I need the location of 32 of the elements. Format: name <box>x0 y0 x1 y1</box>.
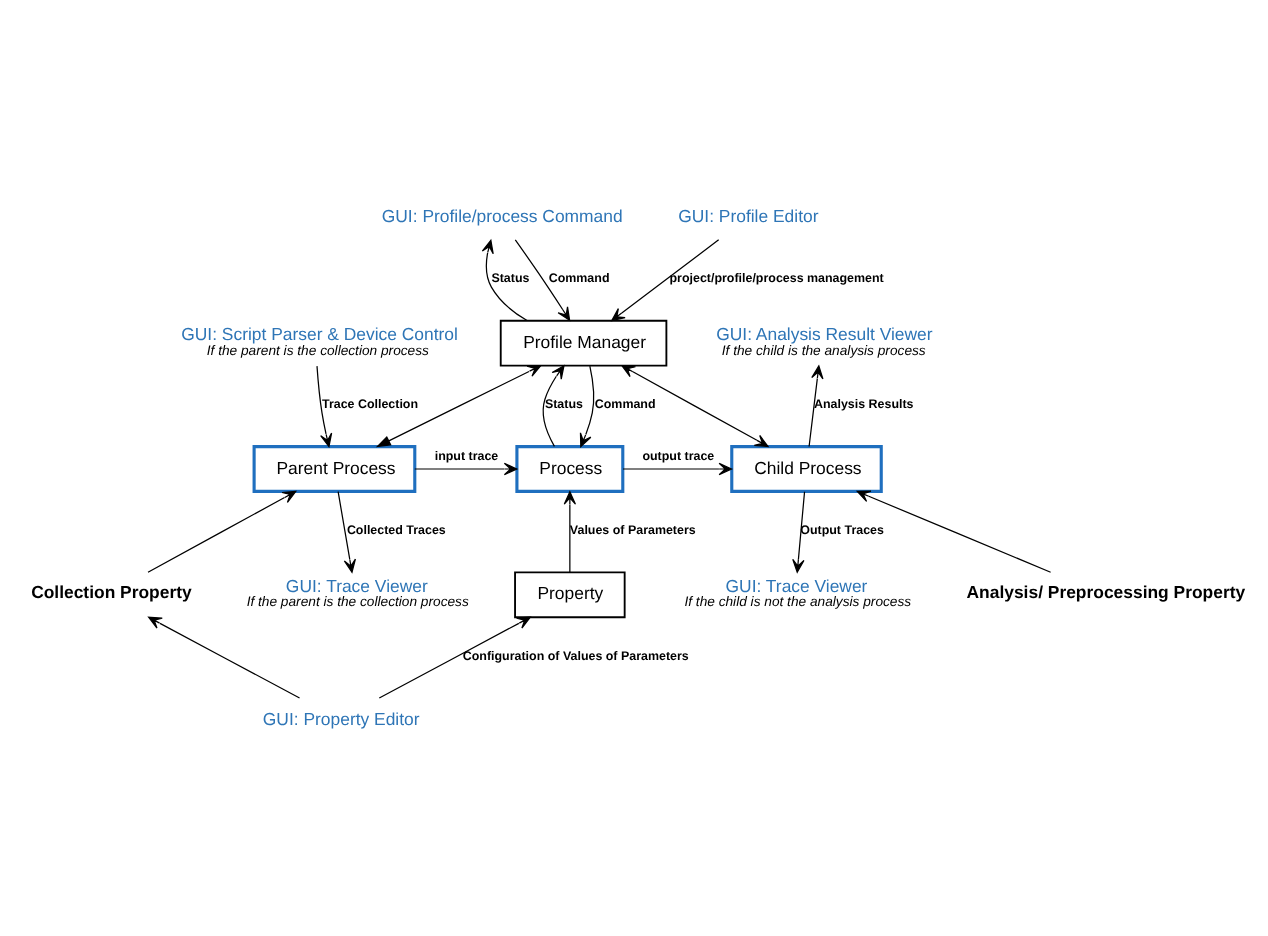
arrow <box>414 461 518 475</box>
arrow <box>148 615 301 698</box>
arrow <box>622 461 733 475</box>
arrow <box>808 364 824 447</box>
node-box: Child Process <box>730 444 883 492</box>
node-box: Property <box>514 570 626 618</box>
arrow <box>147 489 297 572</box>
node-text: GUI: Profile Editor <box>678 205 819 226</box>
node-text: GUI: Trace Viewer <box>725 574 868 595</box>
arrow <box>542 364 565 446</box>
node-box: Profile Manager <box>499 318 668 366</box>
arrow <box>481 238 528 321</box>
node-text: Analysis/ Preprocessing Property <box>966 581 1246 602</box>
arrow <box>579 364 595 447</box>
node-text: Collection Property <box>31 581 192 602</box>
node-text: GUI: Script Parser & Device Control <box>181 323 458 344</box>
arrow <box>611 238 720 321</box>
node-text: GUI: Trace Viewer <box>285 574 428 595</box>
node-box: Parent Process <box>252 444 417 492</box>
arrow <box>792 490 806 572</box>
arrow <box>856 489 1052 572</box>
node-text: GUI: Profile/process Command <box>381 205 623 226</box>
arrow <box>621 364 769 447</box>
arrow <box>514 238 571 320</box>
arrow <box>378 615 531 698</box>
node-box: Process <box>515 444 625 492</box>
node-text: GUI: Property Editor <box>262 708 420 729</box>
arrow <box>563 490 577 572</box>
arrow <box>316 364 333 447</box>
arrow <box>375 364 542 447</box>
arrow <box>337 490 357 572</box>
node-text: GUI: Analysis Result Viewer <box>716 323 933 344</box>
